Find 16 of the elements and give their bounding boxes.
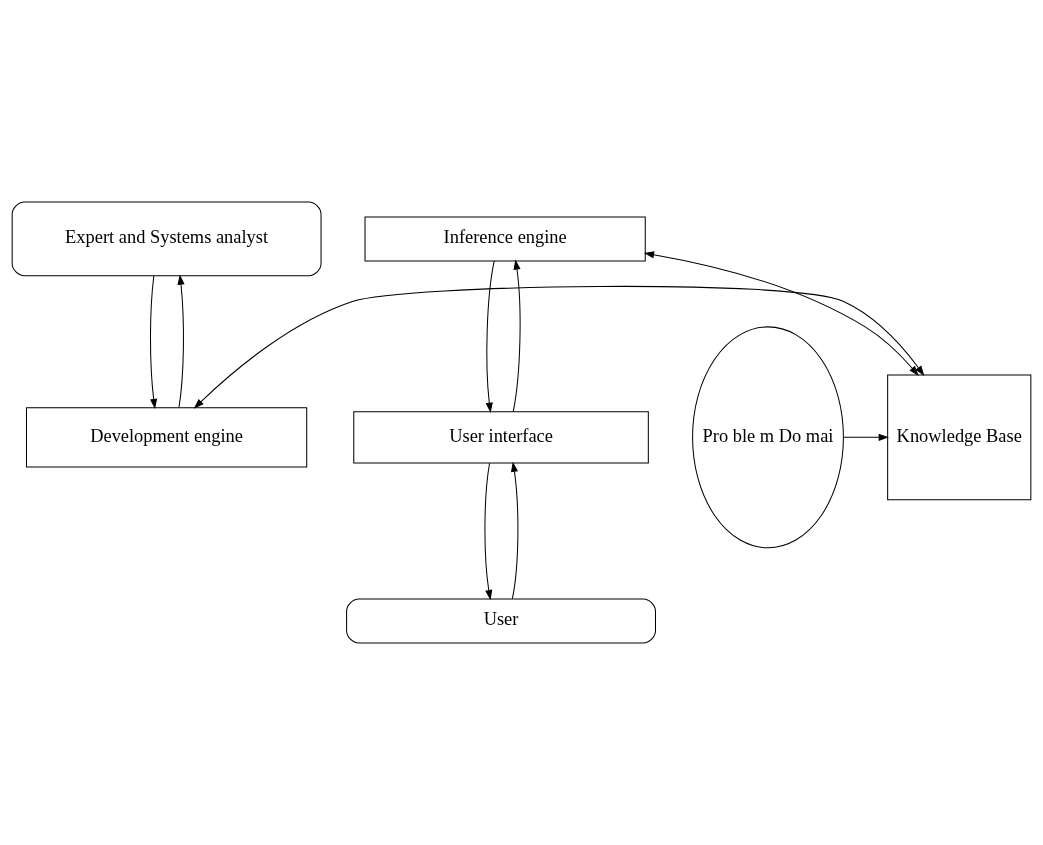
node-box: User [346,598,656,644]
arrow [485,260,495,413]
node-box: Expert and Systems analyst [11,201,322,277]
arrow [512,259,521,412]
arrow [484,462,493,601]
arrow [193,285,925,409]
node-ellipse: Pro ble m Do mai [692,326,844,549]
node-box: Development engine [25,407,308,468]
arrow [150,275,158,410]
node-box: Inference engine [364,216,646,262]
arrow [643,251,919,376]
node-box: User interface [353,411,649,464]
arrow [510,461,519,600]
arrow [842,433,889,441]
arrow [177,274,185,409]
node-box: Knowledge Base [887,374,1032,501]
